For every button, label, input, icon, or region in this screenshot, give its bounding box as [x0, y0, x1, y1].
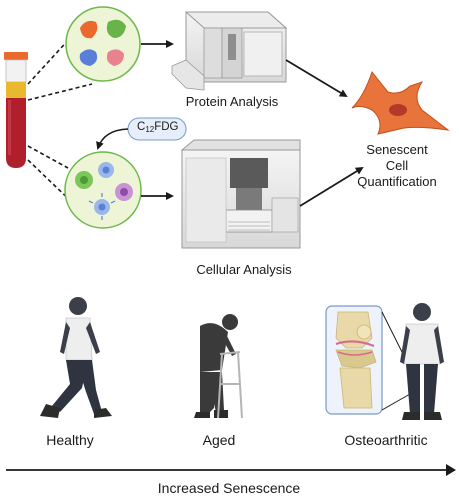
increased-senescence-label: Increased Senescence [157, 480, 301, 496]
protein-pink [106, 49, 124, 66]
protein-blue [79, 49, 98, 66]
aged-label: Aged [202, 432, 236, 448]
knee-joint-icon [325, 305, 383, 415]
reagent-label: C12FDG [137, 121, 179, 134]
protein-circle [65, 6, 141, 82]
healthy-label: Healthy [46, 432, 94, 448]
cellular-analysis-label: Cellular Analysis [196, 262, 292, 277]
protein-analyzer-icon [171, 11, 288, 91]
cell-circle [64, 151, 142, 229]
walking-person-icon [40, 297, 112, 418]
flow-cytometer-icon [180, 139, 301, 249]
senescence-axis-arrow [6, 464, 456, 476]
senescent-line-3: Quantification [357, 174, 437, 189]
standing-person-icon [400, 303, 444, 420]
senescent-quantification-label: Senescent Cell Quantification [342, 142, 452, 190]
senescent-cell-icon [351, 70, 450, 135]
reagent-subscript: 12 [145, 125, 155, 134]
protein-orange [80, 20, 98, 39]
reagent-suffix: FDG [154, 121, 179, 133]
osteoarthritic-label: Osteoarthritic [344, 432, 428, 448]
senescent-line-2: Cell [385, 158, 409, 173]
elderly-walker-icon [194, 314, 243, 419]
reagent-prefix: C [137, 121, 146, 133]
senescent-line-1: Senescent [366, 142, 428, 157]
protein-analysis-label: Protein Analysis [185, 94, 279, 109]
protein-green [106, 19, 126, 38]
blood-tube-icon [4, 52, 28, 168]
